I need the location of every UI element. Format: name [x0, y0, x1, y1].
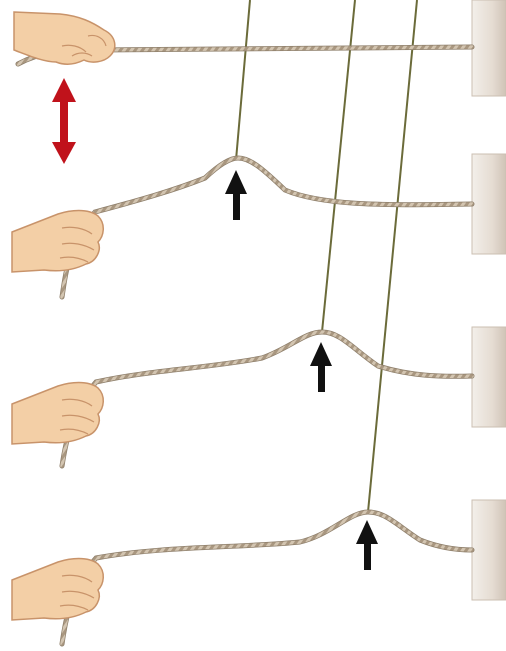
double-headed-arrow-icon	[52, 78, 76, 164]
wall-icon	[471, 499, 506, 601]
rope-icon	[59, 329, 475, 469]
walls	[471, 0, 506, 601]
hands	[11, 11, 116, 621]
hand-icon	[11, 381, 104, 445]
rope-icon	[59, 155, 475, 300]
guide-lines	[235, 0, 418, 513]
up-arrow-icon	[356, 520, 378, 570]
pulse-arrows	[225, 170, 378, 570]
hand-icon	[13, 11, 116, 65]
wall-icon	[471, 326, 506, 428]
hand-icon	[11, 209, 104, 273]
wall-icon	[471, 153, 506, 255]
rope-icon	[59, 509, 475, 647]
wall-icon	[471, 0, 506, 97]
guide-line-icon	[321, 0, 356, 333]
guide-line-icon	[367, 0, 418, 513]
up-arrow-icon	[310, 342, 332, 392]
hand-icon	[11, 557, 104, 621]
guide-line-icon	[235, 0, 251, 161]
up-arrow-icon	[225, 170, 247, 220]
